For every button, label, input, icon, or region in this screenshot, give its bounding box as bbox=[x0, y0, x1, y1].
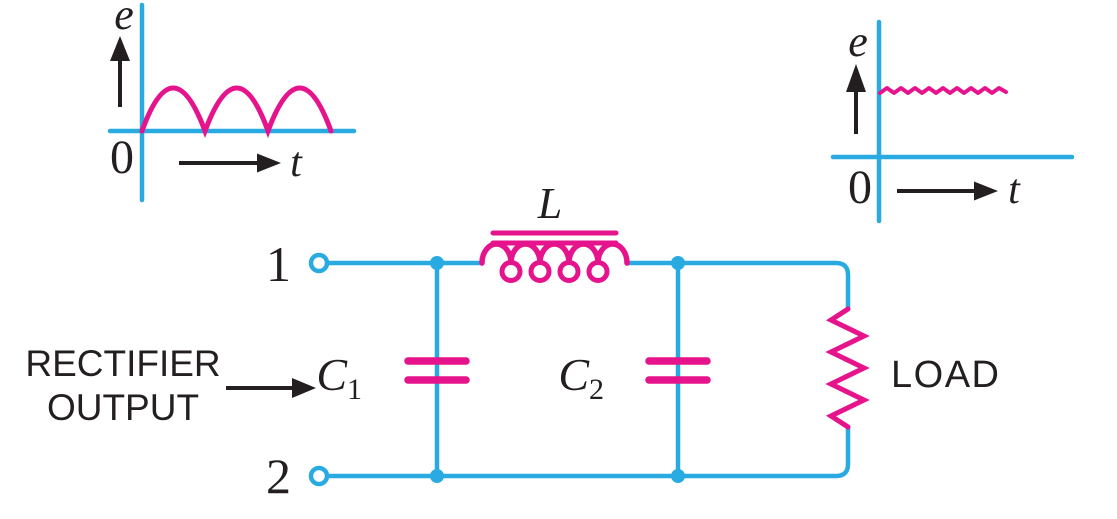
rectifier-output-annotation: RECTIFIER OUTPUT bbox=[25, 343, 316, 428]
input-graph-up-arrow-icon bbox=[110, 36, 130, 61]
output-graph-x-label: t bbox=[1008, 167, 1021, 213]
circuit: L C1 C2 LOAD 1 2 RECTIFIER bbox=[25, 179, 1000, 504]
terminal-1-node bbox=[308, 252, 330, 274]
load-resistor: LOAD bbox=[825, 306, 1000, 430]
inductor-coil-loop bbox=[586, 260, 610, 283]
inductor-label: L bbox=[537, 179, 562, 228]
input-graph-x-label: t bbox=[290, 140, 303, 186]
output-graph-y-label: e bbox=[848, 17, 868, 66]
input-graph-right-arrow-icon bbox=[257, 153, 281, 173]
rectifier-output-line1: RECTIFIER bbox=[25, 343, 220, 384]
input-graph-origin-label: 0 bbox=[110, 131, 134, 184]
rectified-sine-waveform bbox=[139, 85, 334, 139]
inductor-coil-arcs bbox=[479, 241, 630, 266]
capacitor-2: C2 bbox=[558, 349, 711, 406]
terminal-1-label: 1 bbox=[266, 236, 291, 292]
junction-dot bbox=[671, 256, 685, 270]
terminal-2-label: 2 bbox=[266, 448, 291, 504]
input-waveform-graph: e 0 t bbox=[107, 0, 357, 203]
capacitor2-label: C2 bbox=[558, 349, 604, 406]
output-waveform-graph: e 0 t bbox=[830, 17, 1075, 224]
output-graph-right-arrow-icon bbox=[974, 181, 998, 201]
junction-dot bbox=[430, 256, 444, 270]
load-label: LOAD bbox=[891, 354, 1000, 396]
capacitor-1: C1 bbox=[316, 349, 470, 406]
smooth-dc-ripple-waveform bbox=[878, 86, 1008, 95]
top-right-wire bbox=[624, 260, 851, 312]
resistor-zigzag bbox=[825, 306, 870, 430]
inductor-coil-loop bbox=[557, 260, 581, 283]
output-graph-origin-label: 0 bbox=[848, 161, 872, 214]
output-graph-up-arrow-icon bbox=[846, 64, 866, 92]
junction-dot bbox=[671, 469, 685, 483]
capacitor1-label: C1 bbox=[316, 349, 362, 406]
rectifier-output-arrow-icon bbox=[292, 378, 316, 398]
rectifier-output-line2: OUTPUT bbox=[47, 387, 199, 428]
inductor-coil-loop bbox=[499, 260, 523, 283]
inductor-coil-loop bbox=[528, 260, 552, 283]
junction-dot bbox=[430, 469, 444, 483]
terminal-2-node bbox=[308, 465, 330, 487]
input-graph-y-label: e bbox=[114, 0, 134, 39]
bottom-wire bbox=[325, 424, 851, 479]
inductor: L bbox=[479, 179, 630, 283]
